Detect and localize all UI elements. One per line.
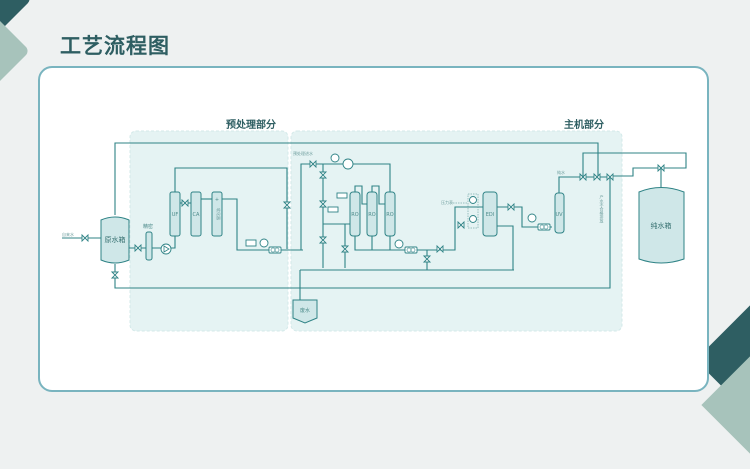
pretreated-water-label: 预处理进水 <box>293 150 313 156</box>
valve-icon[interactable] <box>657 163 665 173</box>
valve-icon[interactable] <box>309 159 317 169</box>
page-title: 工艺流程图 <box>60 34 170 58</box>
pipe-raw-to-filter <box>129 236 176 249</box>
pure-water-tank[interactable]: 纯水箱 <box>638 187 685 264</box>
unqualified-drain-label: 产水不合格排放 <box>600 194 605 224</box>
valve-icon[interactable] <box>579 172 587 182</box>
valve-icon[interactable] <box>318 200 328 208</box>
valve-icon[interactable] <box>457 220 465 230</box>
pressure-gauge-label: 压力表 <box>441 199 453 205</box>
flow-meter-icon <box>245 239 257 247</box>
valves <box>81 159 665 279</box>
valve-icon[interactable] <box>422 255 432 263</box>
pressure-gauge-icon <box>469 215 477 223</box>
flow-meter-icon <box>336 192 348 199</box>
valve-icon[interactable] <box>110 271 120 279</box>
ro2-label: RO <box>368 212 375 218</box>
waste-water-outlet[interactable]: 废水 <box>292 299 318 324</box>
pipe-uf-return <box>174 167 288 249</box>
pretreatment-zone <box>129 130 289 332</box>
raw-water-tank-label: 原水箱 <box>105 235 126 244</box>
pressure-gauge-icon <box>527 213 537 223</box>
product-water-label: 纯水 <box>557 169 565 175</box>
edi-module[interactable] <box>482 191 498 237</box>
ca-label: CA <box>193 212 200 218</box>
ro-column-3[interactable] <box>384 191 396 237</box>
uv-sterilizer[interactable] <box>554 192 565 234</box>
edi-label: EDI <box>486 212 494 218</box>
valve-icon[interactable] <box>81 233 89 243</box>
valve-icon[interactable] <box>318 171 328 179</box>
pipe-ro1-ro2 <box>354 185 372 205</box>
uv-label: UV <box>555 212 563 218</box>
process-flow-diagram: 预处理部分 主机部分 <box>62 118 687 332</box>
valve-icon[interactable] <box>436 244 444 254</box>
waste-water-label: 废水 <box>300 307 310 314</box>
pressure-gauge-icon <box>394 239 404 249</box>
valve-icon[interactable] <box>318 236 328 244</box>
pipe-return-loop <box>114 142 599 215</box>
precision-filter-label: 精密 <box>143 223 153 230</box>
flow-sensor-icon <box>404 246 418 254</box>
pipe-ro-permeate <box>354 236 425 251</box>
ro-column-2[interactable] <box>366 191 378 237</box>
high-pressure-pump-icon[interactable] <box>342 158 354 170</box>
section-label-pretreatment: 预处理部分 <box>226 118 276 131</box>
valve-icon[interactable] <box>606 172 614 182</box>
gauge-group <box>467 193 479 229</box>
ca-column[interactable] <box>190 191 202 237</box>
softener-column[interactable] <box>211 191 223 237</box>
uf-column[interactable] <box>169 191 181 237</box>
valve-icon[interactable] <box>181 198 189 208</box>
pipe-ro2-ro3 <box>371 185 390 205</box>
pump-icon[interactable] <box>160 243 172 255</box>
valve-icon[interactable] <box>134 243 142 253</box>
pressure-gauge-icon <box>330 153 340 163</box>
raw-water-tank[interactable]: 原水箱 <box>100 216 130 264</box>
valve-icon[interactable] <box>340 245 350 253</box>
pipe-to-edi <box>425 206 483 251</box>
ro1-label: RO <box>351 212 358 218</box>
valve-icon[interactable] <box>593 172 601 182</box>
main-unit-zone <box>290 130 623 332</box>
ro-column-1[interactable] <box>349 191 361 237</box>
pipe-to-pure-tank <box>582 152 687 177</box>
flow-meter-icon <box>327 206 339 213</box>
pressure-gauge-icon <box>259 238 269 248</box>
valve-icon[interactable] <box>507 202 515 212</box>
ro3-label: RO <box>386 212 393 218</box>
flow-sensor-icon <box>537 223 551 231</box>
pipe-edi-reject <box>497 225 514 270</box>
valve-icon[interactable] <box>282 201 292 209</box>
tap-water-label: 自来水 <box>62 231 74 237</box>
pressure-gauge-icon <box>469 196 477 204</box>
precision-filter[interactable] <box>145 231 153 261</box>
flow-sensor-icon <box>268 246 282 254</box>
pipe-ro-feed <box>301 163 391 192</box>
section-label-main-unit: 主机部分 <box>564 118 604 131</box>
softener-label: 软化器 <box>216 208 222 220</box>
uf-label: UF <box>172 212 179 218</box>
softener-mark: + <box>215 197 219 203</box>
pure-water-tank-label: 纯水箱 <box>651 221 672 230</box>
